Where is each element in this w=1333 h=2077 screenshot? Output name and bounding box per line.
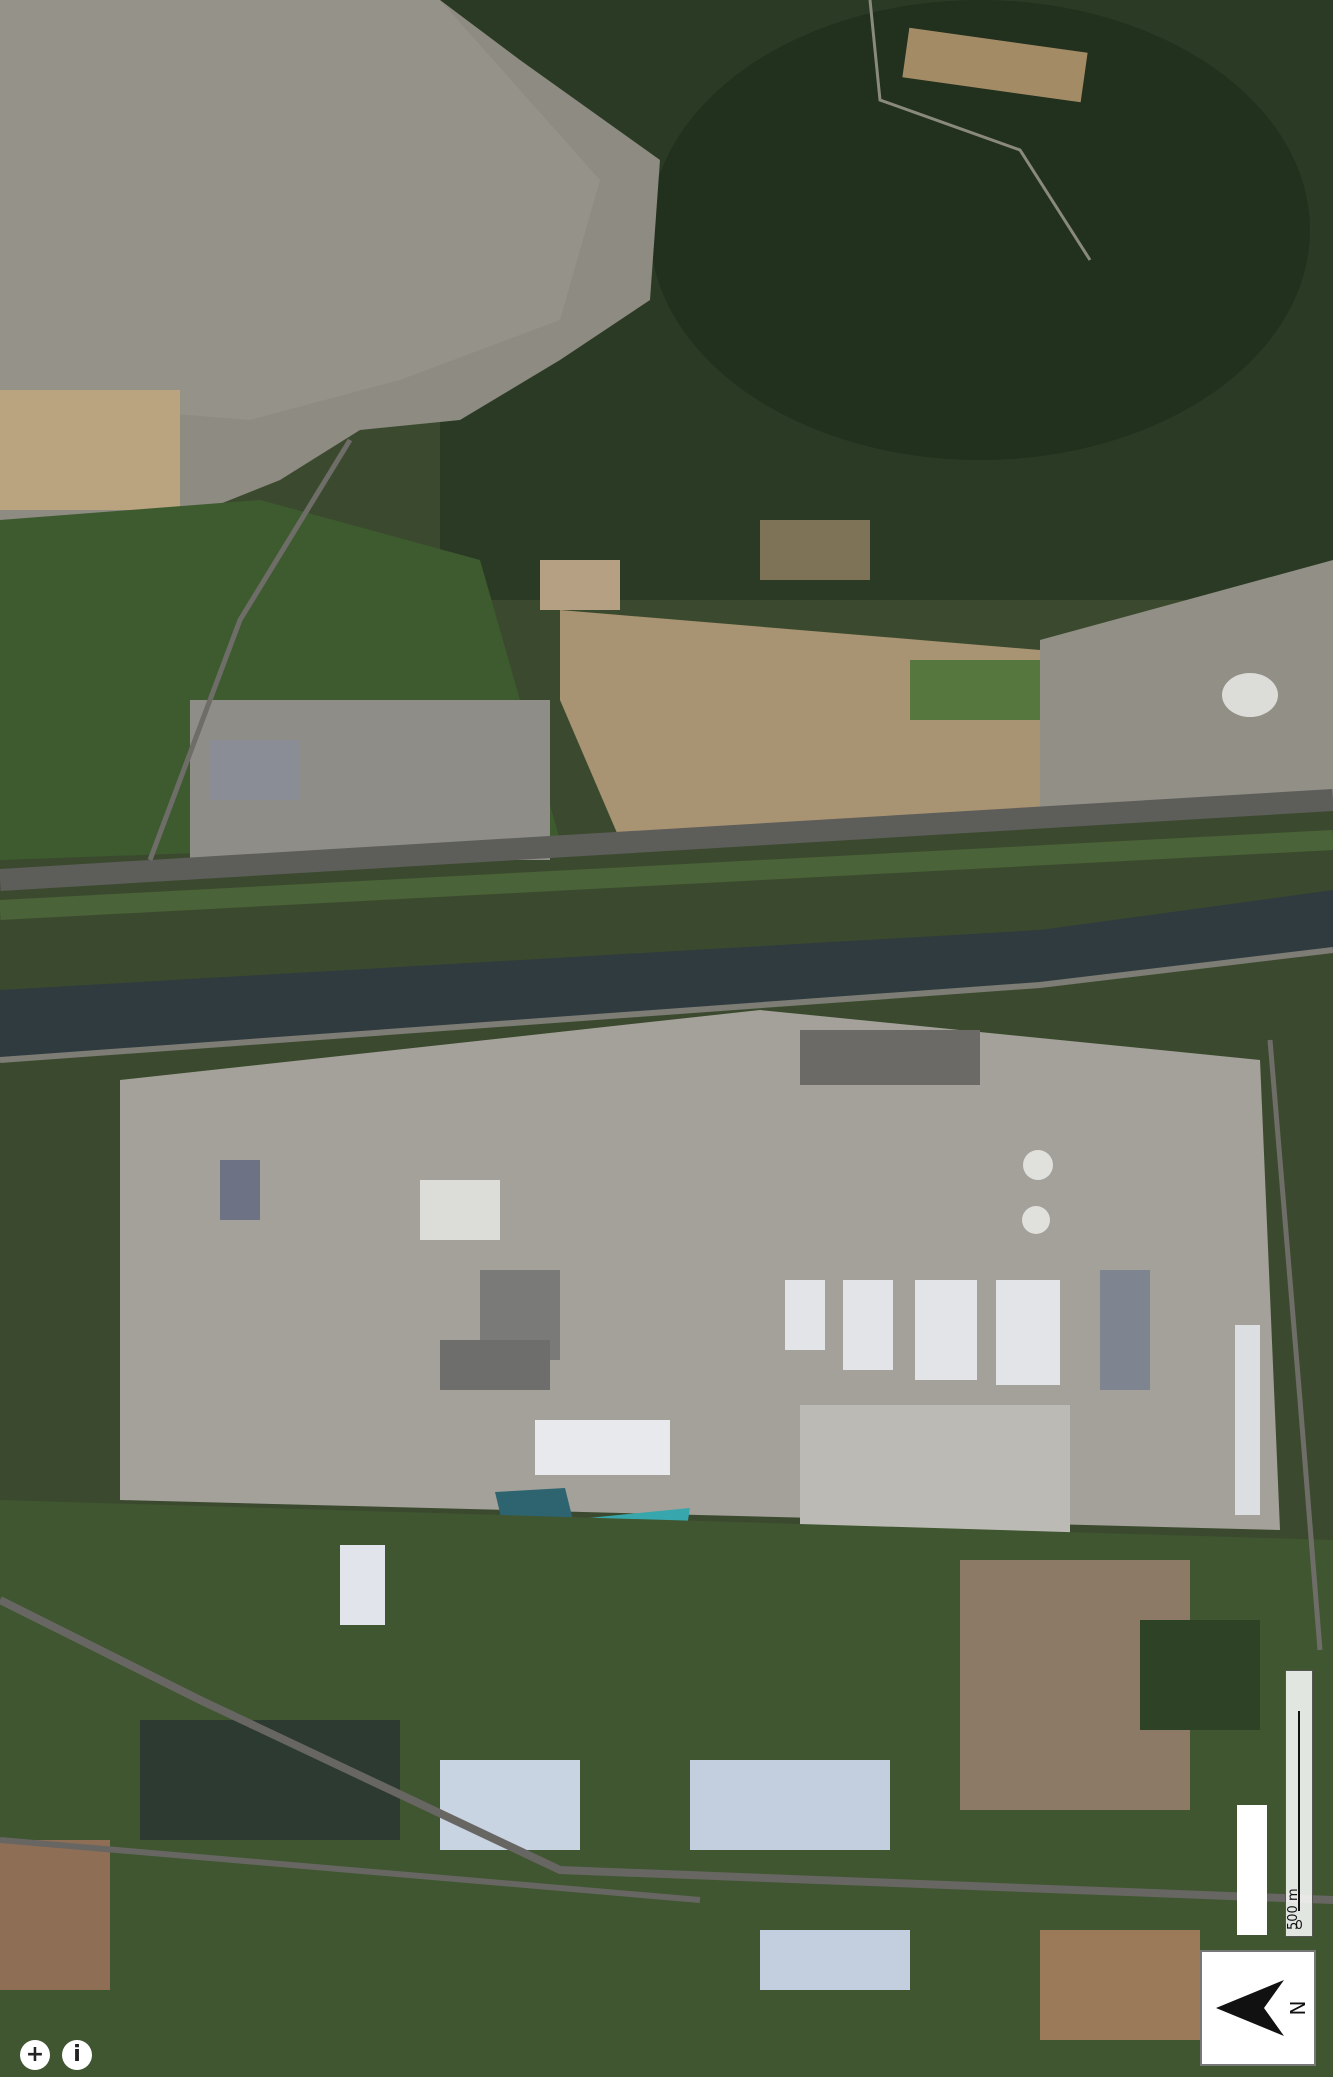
canal-bank [0, 947, 1333, 1063]
cooling-tower-1 [1023, 1150, 1053, 1180]
scale-label: 500 m [1286, 1888, 1301, 1930]
town-fields [0, 390, 180, 510]
hall-3 [915, 1280, 977, 1380]
storage-block [1100, 1270, 1150, 1390]
field-plot-1 [760, 520, 870, 580]
road-strip [0, 830, 1333, 920]
village-roundabout [1222, 673, 1278, 717]
road-town [147, 438, 353, 861]
industrial-site [120, 1010, 1280, 1530]
forest-shade [650, 0, 1310, 460]
greenhouses-1 [440, 1760, 580, 1850]
forest-clearing [902, 27, 1088, 103]
field-orchard [1140, 1620, 1260, 1730]
site-block-3 [440, 1340, 550, 1390]
field-dark-1 [140, 1720, 400, 1840]
field-brown-2 [1040, 1930, 1200, 2040]
motorway [0, 789, 1333, 891]
field-plot-2 [540, 560, 620, 610]
long-hall [1235, 1325, 1260, 1515]
zoom-in-button[interactable]: + [20, 2040, 50, 2070]
hall-4 [996, 1280, 1060, 1385]
greenhouse-row [535, 1420, 670, 1475]
rail-yard [800, 1030, 980, 1085]
canal [0, 890, 1333, 1060]
warehouse-north [210, 740, 300, 800]
greenhouses-3 [760, 1930, 910, 1990]
road-south [0, 1837, 701, 1903]
forest-track [868, 0, 1092, 261]
scale-bar-line [1298, 1711, 1300, 1911]
north-label: N [1285, 2001, 1309, 2016]
hall-2 [843, 1280, 893, 1370]
info-button[interactable]: i [62, 2040, 92, 2070]
scale-marker [1237, 1805, 1267, 1935]
north-arrow-icon: N [1216, 1980, 1309, 2036]
scale-zero: 0 [1295, 1918, 1303, 1932]
site-block-1 [420, 1180, 500, 1240]
farmland-center [560, 610, 1040, 840]
scale-bar: 500 m 0 [1285, 1670, 1313, 1937]
cooling-tower-2 [1022, 1206, 1050, 1234]
road-east [1267, 1039, 1323, 1651]
north-arrow: N [1200, 1950, 1316, 2066]
village-area [1040, 560, 1333, 810]
field-green [910, 660, 1040, 720]
field-brown-3 [0, 1840, 110, 1990]
hall-1 [785, 1280, 825, 1350]
road-diagonal [0, 1596, 1333, 1904]
greenhouse-west [340, 1545, 385, 1625]
site-block-4 [220, 1160, 260, 1220]
greenhouses-2 [690, 1760, 890, 1850]
town-texture [0, 0, 600, 420]
